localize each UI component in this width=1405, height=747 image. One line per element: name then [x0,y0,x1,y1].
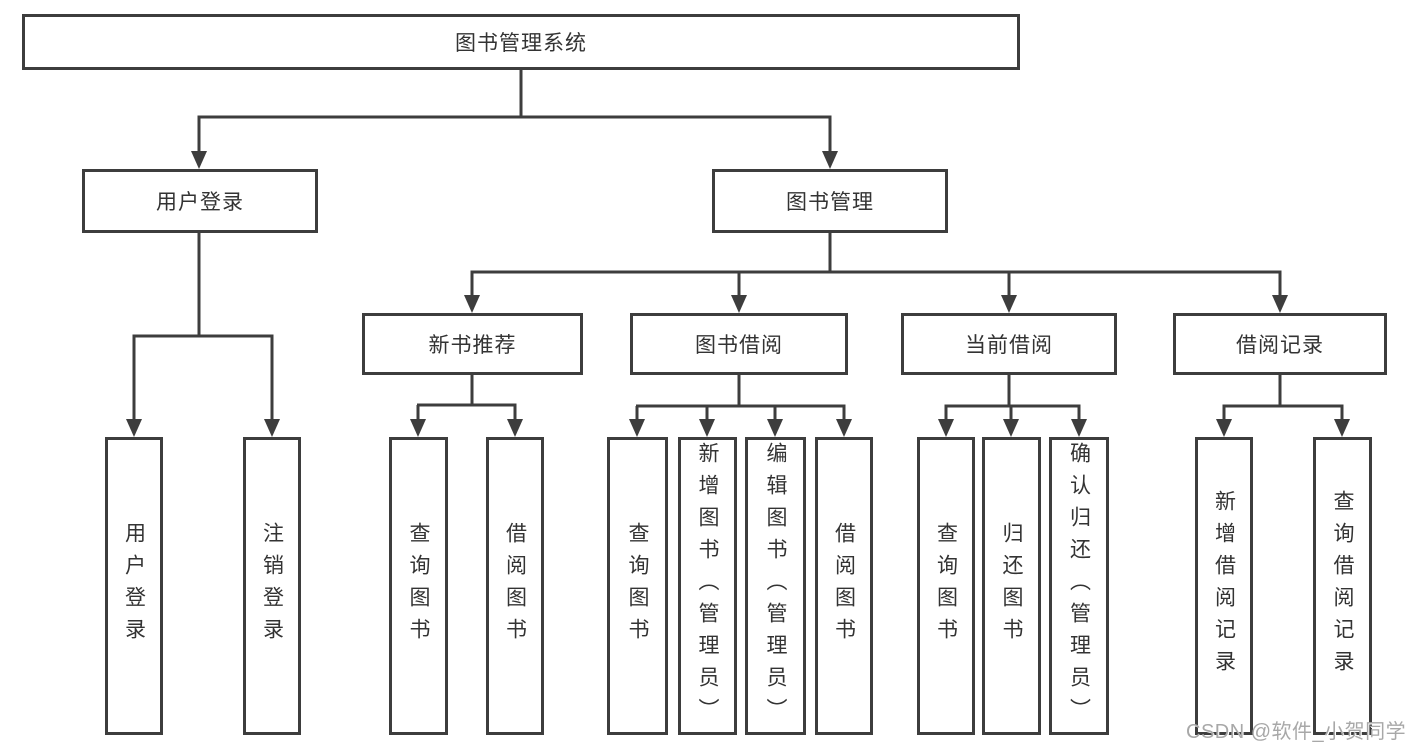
connector-login-to-leaves [126,233,280,437]
node-leaf-return-book: 归还图书 [982,437,1041,735]
node-leaf-borrow-book: 借阅图书 [486,437,544,735]
node-leaf-confirm-return-admin: 确认归还（管理员） [1049,437,1109,735]
node-leaf-add-borrow-record: 新增借阅记录 [1195,437,1253,735]
connector-root-to-level2 [191,70,838,169]
leaf-label: 查询图书 [407,522,430,650]
connector-borrow-to-leaves [629,375,852,437]
node-leaf-query-borrow-record: 查询借阅记录 [1313,437,1372,735]
node-library-system: 图书管理系统 [22,14,1020,70]
node-current-borrow: 当前借阅 [901,313,1117,375]
node-leaf-query-book-2: 查询图书 [607,437,668,735]
leaf-label: 查询图书 [934,522,958,650]
connector-mgmt-to-level3 [464,233,1288,313]
node-leaf-borrow-book-2: 借阅图书 [815,437,873,735]
leaf-label: 编辑图书（管理员） [764,442,787,730]
node-new-book-recommend: 新书推荐 [362,313,583,375]
leaf-label: 新增借阅记录 [1212,490,1236,682]
node-leaf-user-login: 用户登录 [105,437,163,735]
leaf-label: 借阅图书 [832,522,856,650]
node-leaf-add-book-admin: 新增图书（管理员） [678,437,737,735]
node-leaf-edit-book-admin: 编辑图书（管理员） [745,437,806,735]
node-book-borrow: 图书借阅 [630,313,848,375]
leaf-label: 注销登录 [260,522,284,650]
csdn-watermark: CSDN @软件_小贺同学 [1186,721,1405,743]
node-leaf-logout: 注销登录 [243,437,301,735]
leaf-label: 新增图书（管理员） [696,442,719,730]
connector-recommend-to-leaves [410,375,523,437]
leaf-label: 查询借阅记录 [1331,490,1354,682]
connector-history-to-leaves [1216,375,1350,437]
leaf-label: 查询图书 [626,522,649,650]
node-user-login: 用户登录 [82,169,318,233]
connector-current-to-leaves [938,375,1087,437]
node-borrow-records: 借阅记录 [1173,313,1387,375]
node-leaf-query-book: 查询图书 [389,437,448,735]
leaf-label: 借阅图书 [503,522,527,650]
node-book-management: 图书管理 [712,169,948,233]
leaf-label: 归还图书 [1000,522,1023,650]
leaf-label: 用户登录 [122,522,146,650]
leaf-label: 确认归还（管理员） [1067,442,1091,730]
node-leaf-query-book-3: 查询图书 [917,437,975,735]
